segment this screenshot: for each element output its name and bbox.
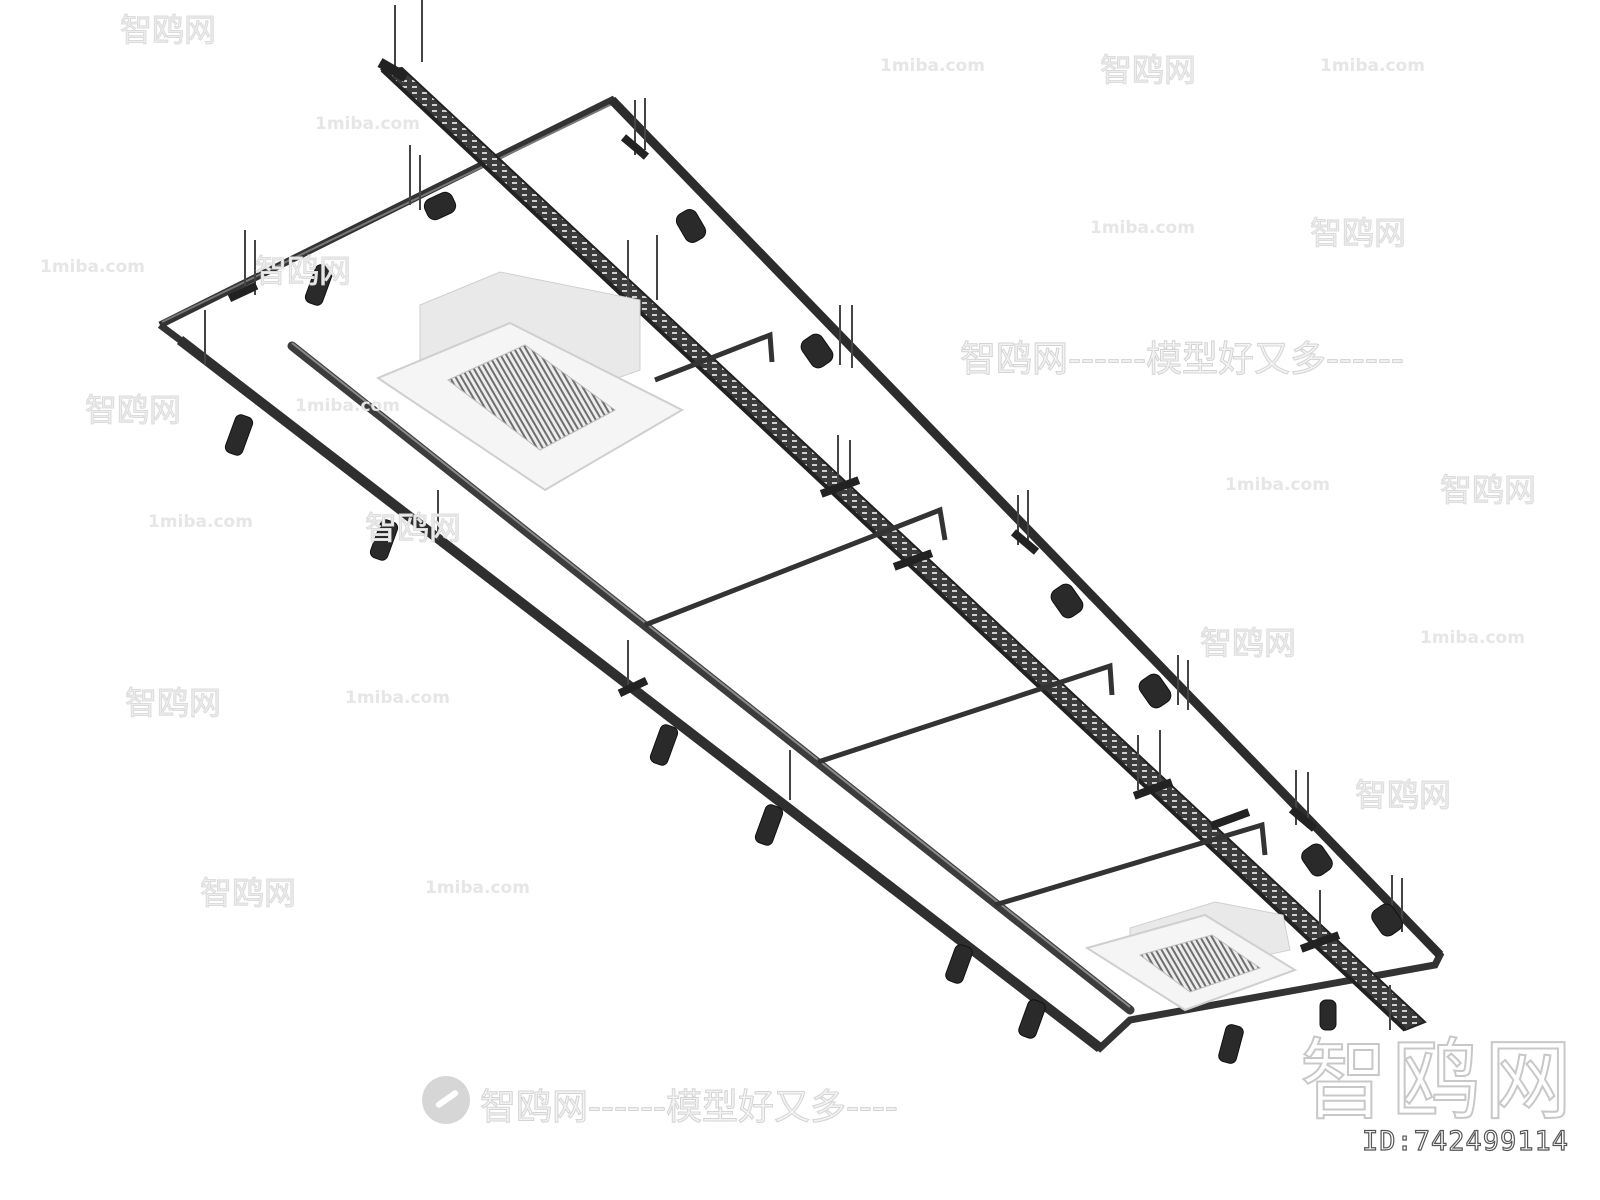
watermark-site: 1miba.com — [148, 512, 253, 532]
watermark-corner-brand: 智鸥网 — [1299, 1028, 1577, 1133]
watermark-site: 1miba.com — [295, 396, 400, 416]
watermark-brand: 智鸥网 — [84, 391, 182, 430]
watermark-brand: 智鸥网 — [119, 11, 217, 50]
spotlights — [224, 191, 1403, 1064]
hanging-rods — [204, 0, 1403, 1030]
cable-tray-edge — [380, 68, 1407, 1032]
main-pipe-highlight — [291, 342, 1131, 1008]
watermark-brand: 智鸥网 — [1099, 51, 1197, 90]
cassette-ac-unit-large — [375, 271, 685, 492]
cassette-ac-unit-small — [1084, 901, 1298, 1012]
watermark-site: 1miba.com — [40, 257, 145, 277]
rail-clamps — [227, 58, 1341, 953]
main-pipe — [287, 341, 1135, 1015]
left-track-rail — [176, 336, 1104, 1052]
watermark-site: 1miba.com — [1420, 628, 1525, 648]
cross-pipes — [644, 331, 1268, 908]
outer-track-rail — [157, 95, 1445, 1053]
watermark-slogan: 智鸥网------模型好又多------ — [960, 339, 1405, 381]
watermark-brand: 智鸥网 — [1199, 624, 1297, 663]
watermark-site: 1miba.com — [880, 56, 985, 76]
watermark-brand: 智鸥网 — [1439, 471, 1537, 510]
watermark-brand: 智鸥网 — [1354, 776, 1452, 815]
watermark-bottom-slogan: 智鸥网------模型好又多---- — [480, 1087, 899, 1129]
watermark-brand: 智鸥网 — [1309, 214, 1407, 253]
watermark-brand: 智鸥网 — [124, 684, 222, 723]
watermark-brand: 智鸥网 — [364, 509, 462, 548]
cable-tray — [379, 66, 1427, 1032]
watermark-site: 1miba.com — [1225, 475, 1330, 495]
watermark-brand: 智鸥网 — [254, 252, 352, 291]
watermark-site: 1miba.com — [315, 114, 420, 134]
watermark-brand: 智鸥网 — [199, 874, 297, 913]
watermark-site: 1miba.com — [425, 878, 530, 898]
right-track-rail — [608, 96, 1444, 959]
watermark-site: 1miba.com — [1320, 56, 1425, 76]
watermark-site: 1miba.com — [345, 688, 450, 708]
watermark-id: ID:742499114 — [1361, 1125, 1570, 1157]
watermark-site: 1miba.com — [1090, 218, 1195, 238]
brand-logo-icon — [422, 1076, 470, 1124]
